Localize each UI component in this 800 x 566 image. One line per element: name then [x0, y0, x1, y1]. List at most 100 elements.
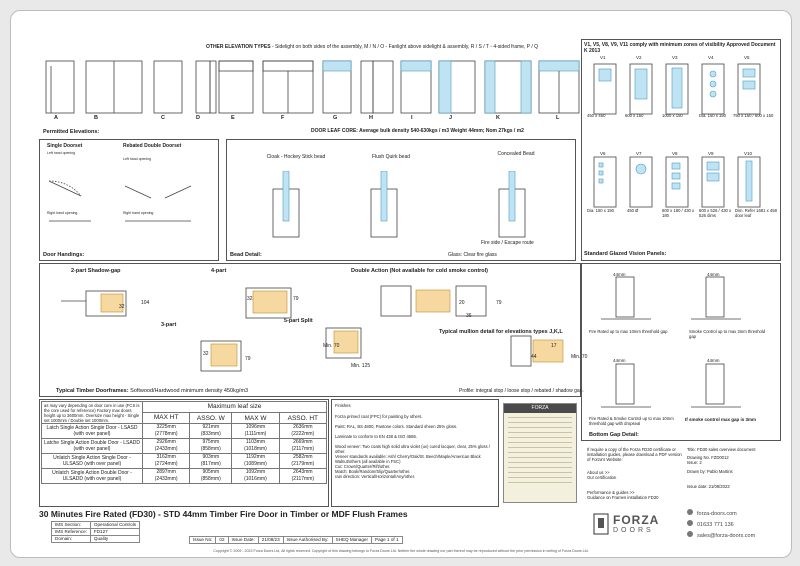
handing-rebated-right: Right hand opening	[123, 211, 154, 215]
logo-sub: DOORS	[613, 527, 654, 534]
contact-web[interactable]: forza-doors.com	[687, 509, 755, 520]
frames-footer: Typical Timber Doorframes: Softwood/Hard…	[56, 388, 248, 395]
dim-label: 20	[459, 300, 465, 306]
forza-door-icon	[593, 513, 609, 535]
vision-size: Dia. 150 x 150	[699, 113, 727, 118]
dim-label: Min. 70	[323, 343, 340, 349]
vision-panel-drawings	[593, 63, 761, 208]
contact-email[interactable]: sales@forza-doors.com	[687, 531, 755, 542]
vision-id: V4	[708, 55, 714, 60]
frame-drawings	[61, 285, 564, 372]
gap-caption: Fire Rated up to max 10mm threshold gap	[589, 329, 668, 334]
elevation-letter: K	[496, 115, 500, 121]
doorframes-box	[39, 263, 581, 397]
performance-link[interactable]: Performance & guides >>	[587, 490, 635, 495]
dim-label: 104	[141, 300, 150, 306]
elevation-drawings	[45, 60, 580, 114]
issue-date-value: 21/08/23	[257, 536, 284, 544]
dim-label: 17	[551, 343, 557, 349]
bead-detail-title: Bead Detail:	[230, 252, 262, 258]
bead-drawings	[272, 171, 526, 238]
finishes-line: Paint: RAL, BS 4800, Pantone colors. Sta…	[335, 424, 458, 429]
issue-auth-value: SHEQ Manager	[331, 536, 373, 544]
elevation-letter: E	[231, 115, 235, 121]
other-elevation-sided: - 4-sided frame, P / Q	[490, 44, 538, 50]
contact-web-text: forza-doors.com	[697, 511, 737, 517]
bead-glass: Glass: Clear fire glass	[448, 252, 497, 258]
leaf-cell: 1192mm (1089mm)	[231, 453, 280, 469]
gap-width: 44mm	[707, 272, 720, 277]
vision-size: 1000 x 150	[662, 113, 683, 118]
vision-size: 600 x 526 / 430 x 526 dims	[699, 208, 732, 218]
leaf-cell: 2643mm (2117mm)	[278, 468, 328, 484]
leaf-row-name: Unlatch Single Action Single Door - ULSA…	[41, 453, 143, 469]
leaf-row-name: Latche Single Action Double Door - LSADD…	[41, 438, 143, 454]
leaf-cell: 2669mm (2117mm)	[278, 438, 328, 454]
frame-five-part-label: 5-part Split	[284, 318, 313, 324]
contact-email-text: sales@forza-doors.com	[697, 533, 756, 539]
dim-label: 79	[293, 296, 299, 302]
leaf-cell: 903mm (817mm)	[189, 453, 233, 469]
leaf-size-box	[39, 399, 329, 507]
contact-phone-text: 01633 771 136	[697, 522, 734, 528]
ims-value: Operational Controls	[89, 521, 141, 529]
drawn-by: Drawn by: Pablo Martins	[687, 468, 733, 474]
leaf-cell: 2636mm (2222mm)	[278, 423, 328, 439]
leaf-cell: 975mm (858mm)	[189, 438, 233, 454]
leaf-cell: 1103mm (1018mm)	[231, 438, 280, 454]
elevation-letter: A	[54, 115, 58, 121]
vision-id: V9	[708, 151, 714, 156]
finishes-line: rain direction: Vertical/Horizontal/Any/…	[335, 474, 416, 479]
frame-mullion-label: Typical mullion detail for elevations ty…	[439, 329, 563, 335]
leaf-cell: 905mm (858mm)	[189, 468, 233, 484]
gap-width: 44mm	[613, 272, 626, 277]
bottom-gap-box	[581, 263, 781, 441]
about-us-link[interactable]: About us >>	[587, 470, 610, 475]
ims-label: Domain:	[51, 535, 91, 543]
other-elevation-label: OTHER ELEVATION TYPES	[206, 44, 271, 50]
vision-id: V10	[744, 151, 753, 156]
logo-name: FORZA	[613, 513, 660, 527]
dim-label: 32	[203, 351, 209, 357]
drawing-number: Drawing No. FZD0012	[687, 455, 729, 461]
vision-size: 450 x 450	[587, 113, 606, 118]
frame-shadow-gap-label: 2-part Shadow-gap	[71, 268, 121, 274]
issue-no-label: Issue No:	[188, 536, 217, 544]
certificate-thumbnail[interactable]: FORZA	[503, 403, 577, 503]
leaf-table-note: as may vary depending on door core in us…	[41, 401, 143, 424]
elevation-letter: H	[369, 115, 373, 121]
certificate-links: If require a copy of the Forza FD30 cert…	[587, 447, 683, 500]
bead-concealed-label: Concealed Bead	[497, 151, 535, 157]
frames-profile: Profile: integral stop / loose stop / re…	[459, 388, 584, 394]
gap-caption: Smoke Control up to max 3mm threshold ga…	[689, 329, 766, 339]
frames-guidance-link[interactable]: Guidance on Frames installation FD30	[587, 495, 659, 500]
leaf-size-table: as may vary depending on door core in us…	[41, 401, 328, 484]
vision-size: 450 Ø	[627, 208, 639, 213]
leaf-cell: 3162mm (2724mm)	[141, 453, 191, 469]
leaf-table-header: Maximum leaf size	[142, 401, 327, 413]
door-handings-title: Door Handings:	[43, 252, 85, 258]
bead-cloak-label: Cloak - Hockey Stick bead	[266, 154, 326, 160]
vision-id: V5	[744, 55, 750, 60]
dim-label: 79	[245, 356, 251, 362]
frame-double-action-label: Double Action (Not available for cold sm…	[351, 268, 489, 274]
contact-phone[interactable]: 01633 771 136	[687, 520, 755, 531]
vision-size: 600 x 180 / 430 x 180	[662, 208, 695, 218]
finishes-title: Finishes	[335, 403, 351, 408]
dim-label: 36	[466, 313, 472, 319]
elevation-letter: G	[333, 115, 338, 121]
ims-table: IMS Section:Operational Controls IMS Ref…	[51, 521, 141, 543]
leaf-row-name: Latch Single Action Single Door - LSASD …	[41, 423, 143, 439]
handing-drawings	[48, 180, 192, 222]
vision-id: V1	[600, 55, 606, 60]
leaf-cell: 1092mm (1016mm)	[231, 468, 280, 484]
gap-caption: Fire Rated & Smoke Control up to max 10m…	[589, 416, 674, 426]
certification-link[interactable]: Our certification	[587, 475, 617, 480]
vision-panels-title: Standard Glazed Vision Panels:	[584, 251, 667, 257]
leaf-cell: 1096mm (1111mm)	[231, 423, 280, 439]
page-number: Page 1 of 1	[371, 536, 403, 544]
bottom-gap-title: Bottom Gap Detail:	[589, 432, 639, 438]
leaf-table-row: Latche Single Action Double Door - LSADD…	[41, 438, 328, 454]
vision-panels-box	[581, 39, 781, 261]
vision-id: V8	[672, 151, 678, 156]
